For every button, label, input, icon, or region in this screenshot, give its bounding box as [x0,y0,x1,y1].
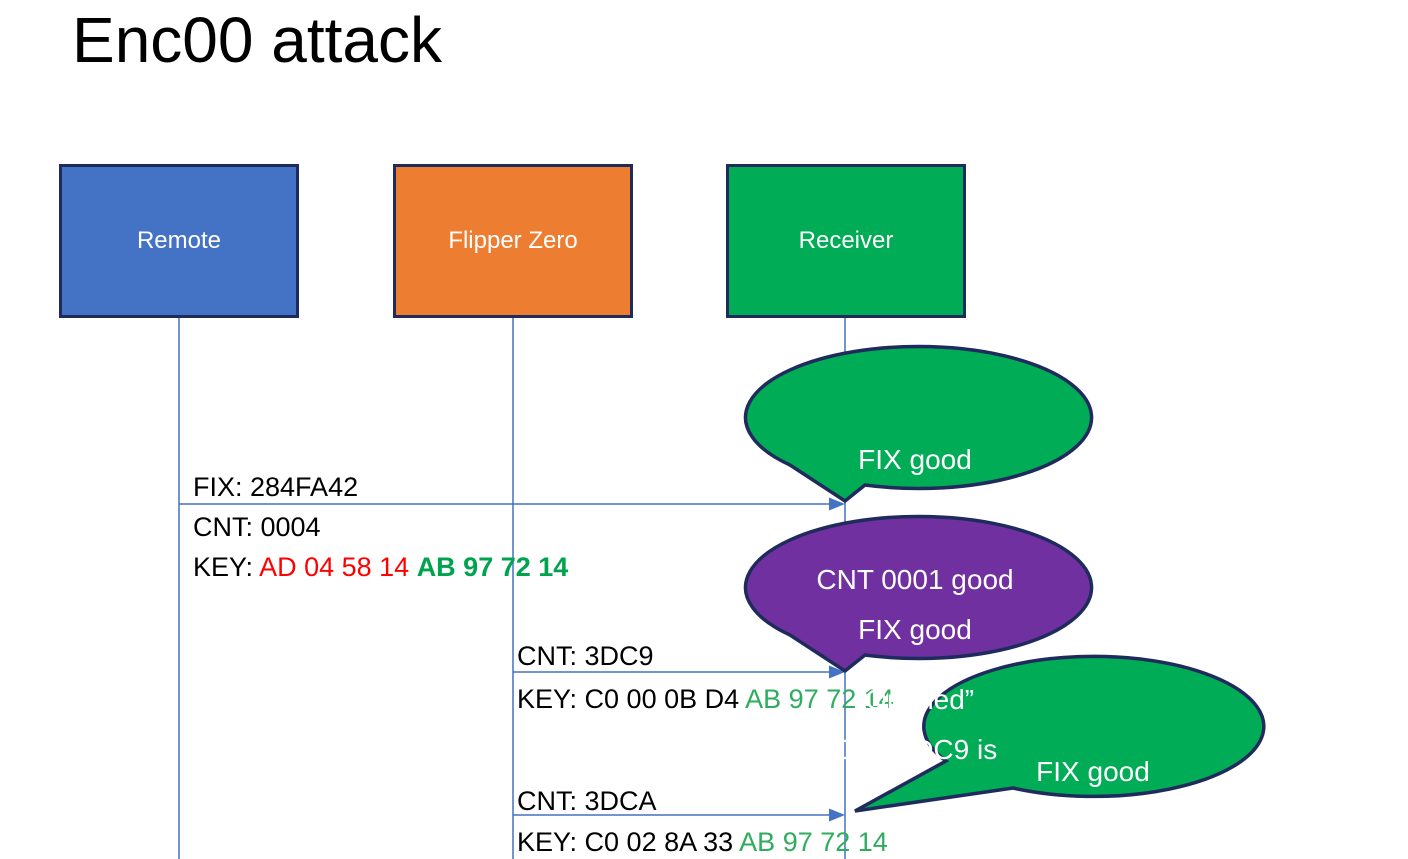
message3-cnt-label: CNT: 3DCA [517,786,657,816]
message2-key-label: KEY: C0 00 0B D4 AB 97 72 14 [517,683,894,715]
callout-bubble-1 [743,344,1094,504]
actor-flipper-zero: Flipper Zero [393,164,633,318]
callout-bubble-3 [854,654,1266,813]
callout-1-line-2: CNT 0001 good [816,564,1014,595]
message3-key-fixed-bytes: AB 97 72 14 [739,827,888,857]
callout-2-text: FIX good CNT 3DC9 is future code [742,530,1088,859]
arrowhead-icon-3 [829,808,845,822]
callout-1-line-1: FIX good [858,444,972,475]
message1-key-label: KEY: AD 04 58 14 AB 97 72 14 [193,551,568,583]
actor-flipper-zero-label: Flipper Zero [448,227,578,254]
message1-cnt-label: CNT: 0004 [193,512,321,542]
message1-key-prefix: KEY: [193,552,260,582]
slide-title: Enc00 attack [72,4,442,76]
message2-key-fixed-bytes: AB 97 72 14 [745,684,894,714]
actor-remote-label: Remote [136,227,222,254]
message1-key-changing-bytes: AD 04 58 14 [259,552,417,582]
message1-key-fixed-bytes: AB 97 72 14 [416,552,569,582]
callout-bubble-2 [743,514,1094,674]
message3-key-prefix: KEY: C0 02 8A 33 [517,827,740,857]
actor-remote: Remote [59,164,299,318]
arrowhead-icon-2 [829,665,845,679]
callout-3-text: FIX good CNT is 3DCA “Opened” [923,672,1263,859]
message1-fix-label: FIX: 284FA42 [193,472,359,502]
callout-3-line-1: FIX good [1036,756,1150,787]
callout-1-text: FIX good CNT 0001 good “Opened” [742,360,1088,800]
callout-2-line-1: FIX good [858,614,972,645]
callout-2-line-2: CNT 3DC9 is [832,734,998,765]
message2-cnt-label: CNT: 3DC9 [517,641,654,671]
actor-receiver-label: Receiver [798,227,894,254]
message3-key-label: KEY: C0 02 8A 33 AB 97 72 14 [517,826,888,858]
actor-receiver: Receiver [726,164,966,318]
arrowhead-icon-1 [829,497,845,511]
message2-key-prefix: KEY: C0 00 0B D4 [517,684,746,714]
callout-2-line-3: future code [742,850,1088,859]
callout-1-line-3: “Opened” [855,684,975,715]
